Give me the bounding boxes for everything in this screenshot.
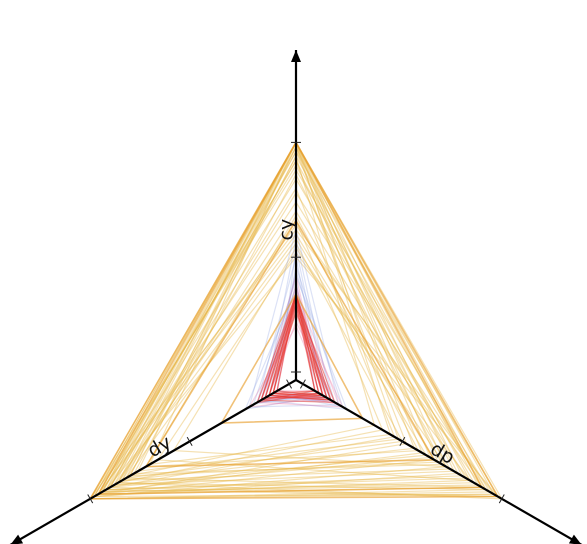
data-polygon xyxy=(112,237,428,486)
data-polygon xyxy=(144,214,420,468)
axis-label-cy: cy xyxy=(276,219,298,241)
data-polygon xyxy=(113,145,455,486)
data-polygon xyxy=(108,186,396,489)
axis-arrowhead xyxy=(10,534,24,544)
data-polygon xyxy=(88,140,500,500)
data-polygon xyxy=(256,257,324,404)
axis-tick xyxy=(299,379,306,389)
data-polygon xyxy=(248,229,340,408)
data-polygon xyxy=(129,145,440,477)
data-polygon xyxy=(93,141,495,498)
data-polygon xyxy=(128,154,376,477)
data-polygon xyxy=(260,291,316,401)
data-polygon xyxy=(101,177,475,493)
axis-arrowhead xyxy=(291,50,301,62)
axis-tick xyxy=(186,436,193,446)
data-polygon xyxy=(172,246,448,468)
data-polygon xyxy=(125,154,483,488)
data-polygon xyxy=(93,164,459,498)
data-polygon xyxy=(97,159,471,495)
axis-dy xyxy=(9,379,297,544)
data-polygon xyxy=(101,141,479,493)
data-polygon xyxy=(132,173,444,475)
data-polygon xyxy=(116,219,384,484)
data-polygon xyxy=(117,191,488,491)
axis-tick xyxy=(286,379,293,389)
axis-dp xyxy=(295,379,583,544)
data-polygon xyxy=(88,228,495,500)
axes xyxy=(9,50,583,544)
data-polygon xyxy=(272,302,316,394)
data-polygon xyxy=(105,141,463,491)
data-polygon xyxy=(260,296,336,404)
axis-tick xyxy=(87,494,94,504)
data-polygon xyxy=(104,256,500,498)
data-polygon xyxy=(109,141,432,489)
data-polygon xyxy=(89,168,491,500)
data-polygon xyxy=(136,145,400,472)
data-polygon xyxy=(101,150,424,493)
data-polygon xyxy=(96,233,436,495)
data-polygons xyxy=(88,140,503,500)
axis-tick xyxy=(498,494,505,504)
data-polygon xyxy=(120,210,452,482)
data-polygon xyxy=(96,140,484,496)
data-polygon xyxy=(148,140,392,466)
data-polygon xyxy=(97,159,408,496)
data-polygon xyxy=(144,218,436,468)
data-polygon xyxy=(264,238,332,401)
axis-arrowhead xyxy=(568,534,582,544)
data-polygon xyxy=(93,141,448,498)
data-polygon xyxy=(104,200,468,491)
data-polygon xyxy=(156,251,472,482)
axis-tick xyxy=(399,436,406,446)
data-polygon xyxy=(256,291,320,404)
data-polygon xyxy=(109,150,499,498)
data-polygon xyxy=(220,292,364,424)
